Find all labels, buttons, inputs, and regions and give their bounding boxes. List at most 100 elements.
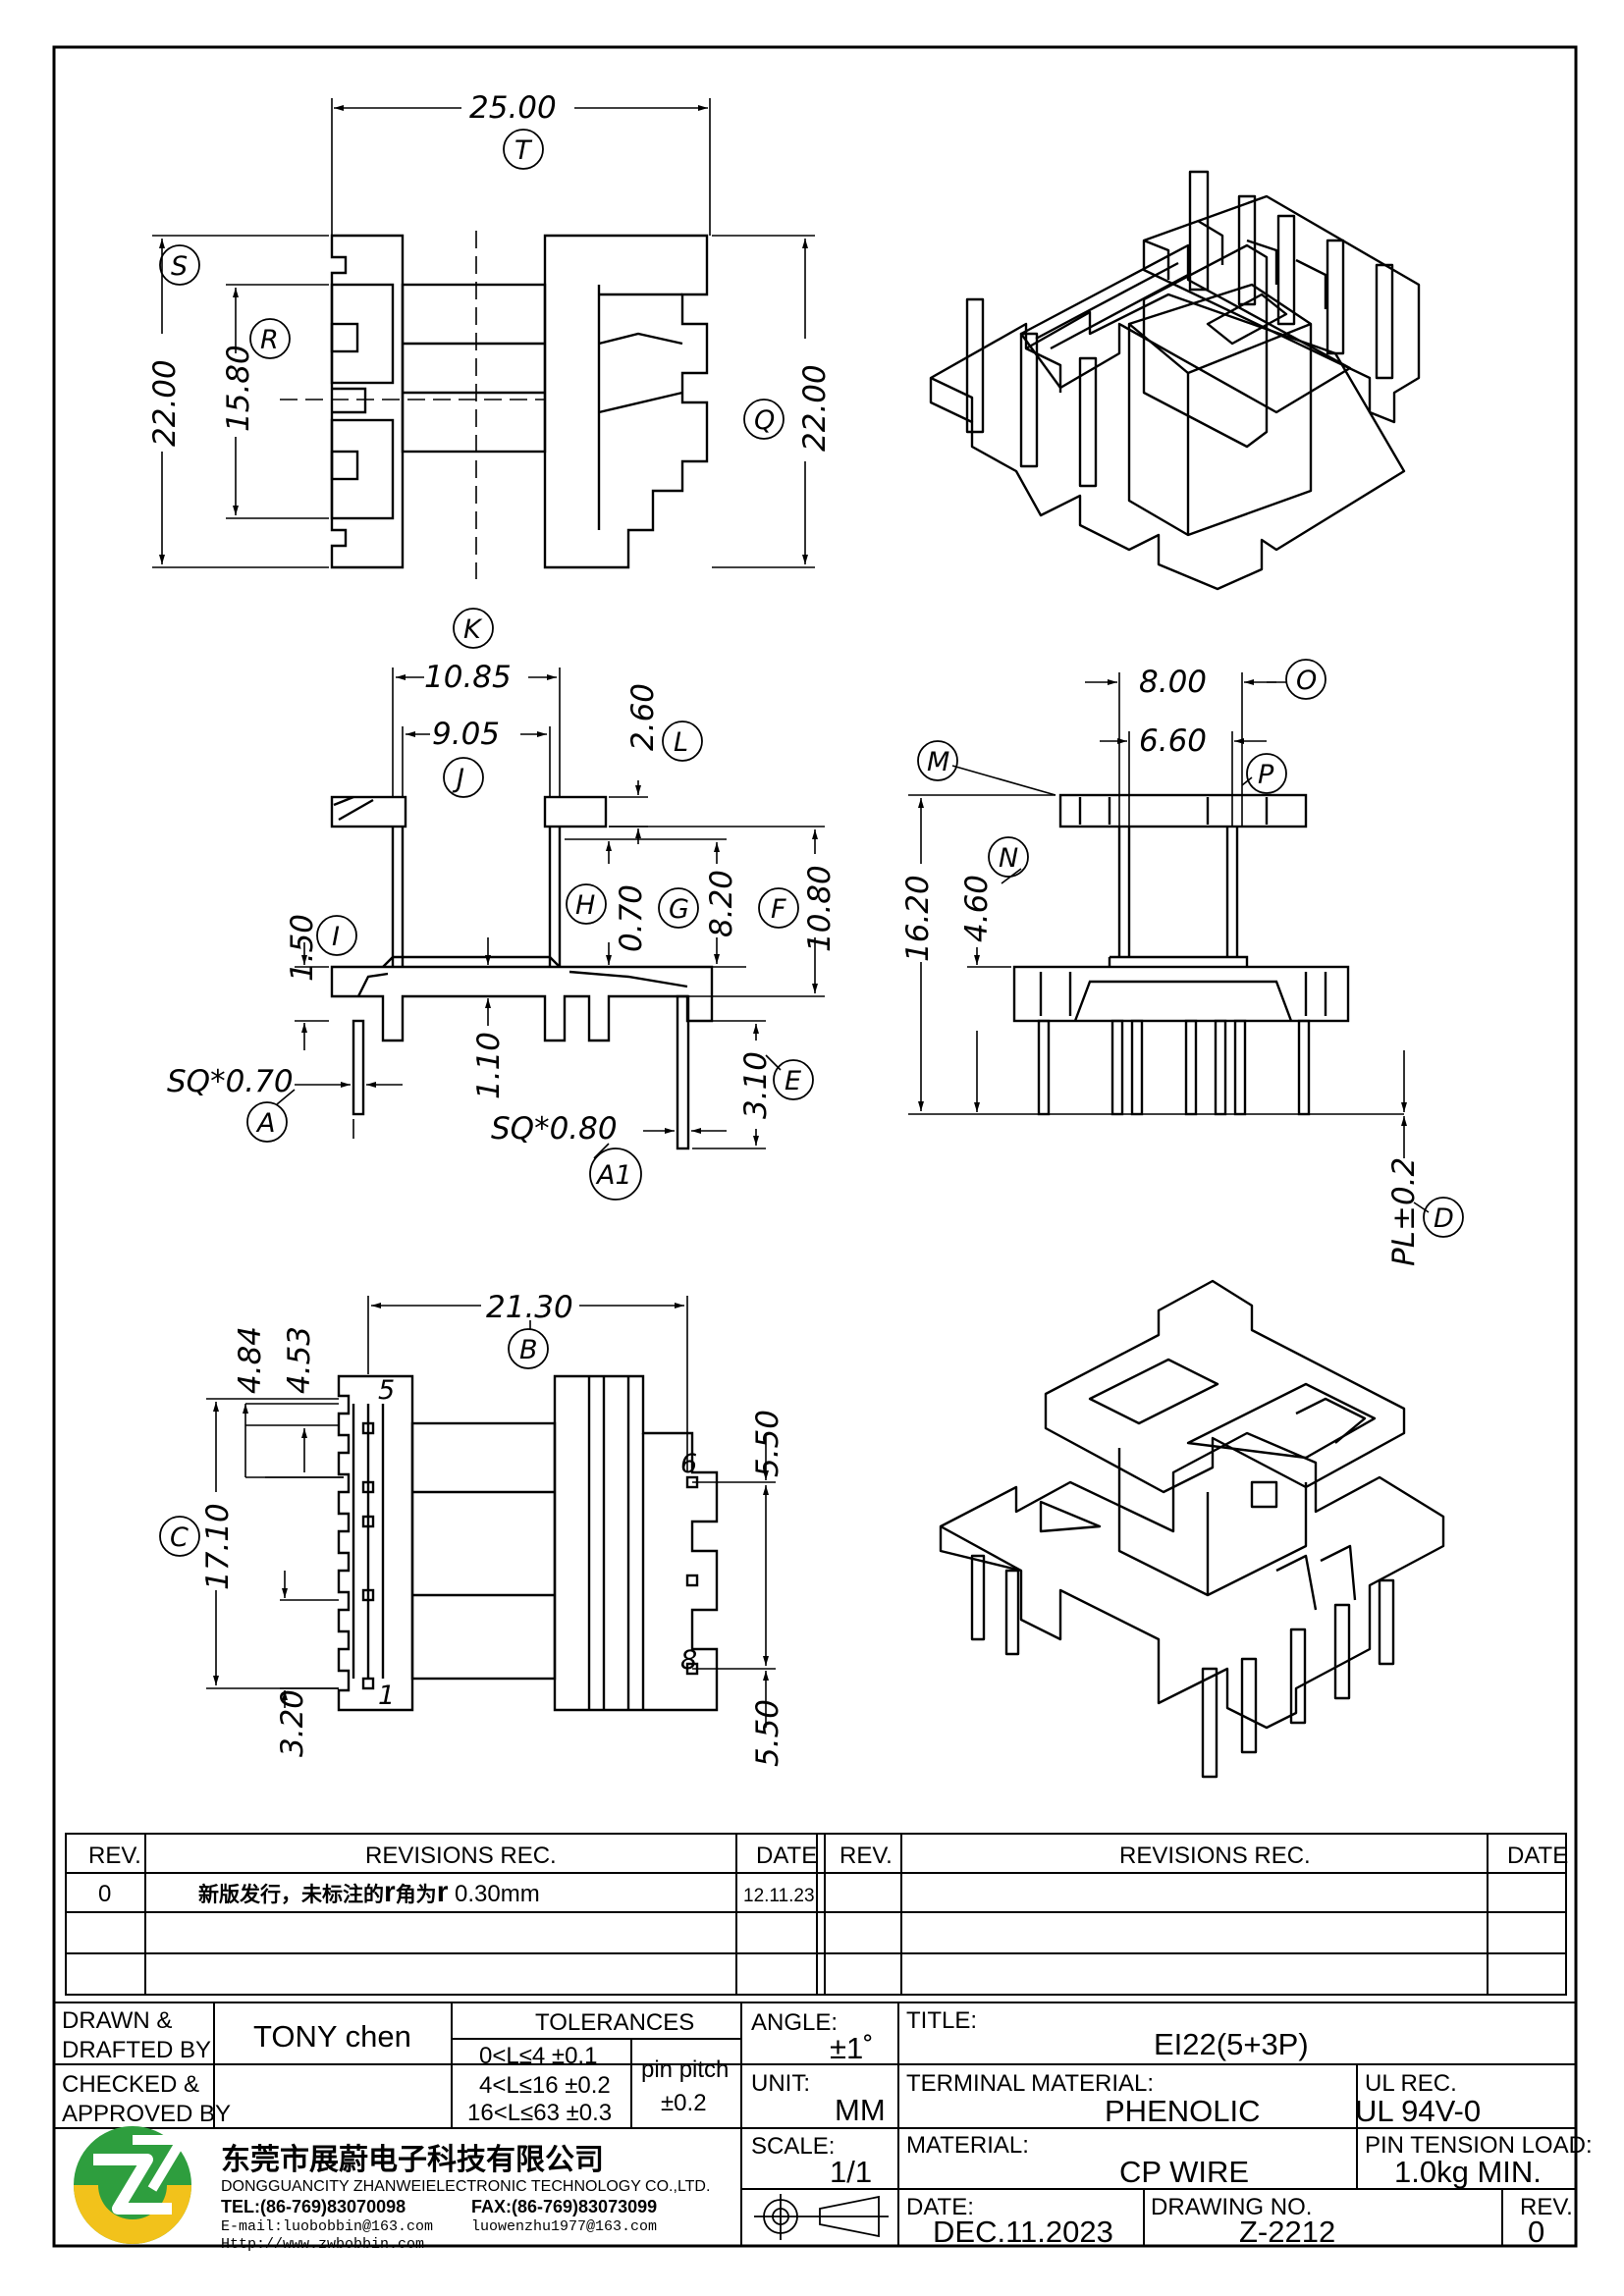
dim-I-value: 1.50 bbox=[285, 914, 320, 982]
pin-label-6: 6 bbox=[680, 1449, 697, 1479]
tolerance-3: 16<L≤63 ±0.3 bbox=[467, 2100, 612, 2126]
label-N: N bbox=[999, 843, 1018, 874]
dim-a-value: 4.84 bbox=[233, 1326, 268, 1394]
label-E: E bbox=[785, 1066, 801, 1096]
dim-D-value: PL±0.2 bbox=[1386, 1157, 1422, 1266]
title-value: EI22(5+3P) bbox=[1154, 2027, 1309, 2061]
company-tel: TEL:(86-769)83070098 bbox=[221, 2197, 406, 2216]
company-email-2: luowenzhu1977@163.com bbox=[471, 2218, 657, 2235]
dim-d2-value: 5.50 bbox=[750, 1699, 785, 1767]
rev-note-value: 0.30mm bbox=[448, 1881, 539, 1907]
top-dims bbox=[152, 98, 815, 568]
pin-pitch-label: pin pitch bbox=[641, 2056, 729, 2083]
label-C: C bbox=[170, 1522, 189, 1553]
pin-label-1: 1 bbox=[378, 1681, 395, 1711]
side-view bbox=[1012, 793, 1350, 1116]
dim-N-value: 4.60 bbox=[959, 875, 995, 942]
front-dims bbox=[295, 667, 825, 1149]
dim-K-value: 10.85 bbox=[424, 660, 512, 695]
approved-label: APPROVED BY bbox=[62, 2101, 231, 2127]
front-view bbox=[330, 795, 714, 1150]
dim-J-value: 9.05 bbox=[432, 717, 500, 752]
sheet-border bbox=[52, 45, 1578, 2248]
dim-T-value: 25.00 bbox=[469, 90, 557, 126]
title-block-text: DRAWN & DRAFTED BY TONY chen CHECKED & A… bbox=[62, 2007, 1593, 2249]
tolerances-label: TOLERANCES bbox=[535, 2009, 694, 2036]
dim-S-value: 22.00 bbox=[147, 359, 183, 447]
circled-labels bbox=[159, 129, 1464, 1557]
rev-header-rec: REVISIONS REC. bbox=[365, 1842, 557, 1869]
revisions-text: REV. REVISIONS REC. DATE REV. REVISIONS … bbox=[88, 1842, 1568, 1908]
dim-E-value: 3.10 bbox=[738, 1051, 774, 1119]
bottom-dims bbox=[206, 1296, 776, 1728]
dim-L-value: 2.60 bbox=[625, 683, 661, 751]
label-P: P bbox=[1258, 760, 1274, 790]
dim-F-value: 10.80 bbox=[802, 865, 838, 952]
rev-header-rev: REV. bbox=[88, 1842, 141, 1869]
iso-view-bottom bbox=[939, 1279, 1445, 1779]
company-logo bbox=[74, 2126, 191, 2244]
dim-M-value: 16.20 bbox=[900, 875, 936, 962]
dim-O-value: 8.00 bbox=[1139, 665, 1207, 700]
dim-d1-value: 5.50 bbox=[750, 1410, 785, 1477]
rev-header-rec-2: REVISIONS REC. bbox=[1119, 1842, 1311, 1869]
rev-header-date: DATE bbox=[756, 1842, 817, 1869]
dim-A-value: SQ*0.70 bbox=[167, 1064, 294, 1099]
date-label: DATE: bbox=[906, 2194, 974, 2220]
label-R: R bbox=[260, 325, 279, 355]
tolerance-1: 0<L≤4 ±0.1 bbox=[479, 2043, 597, 2069]
rev-note-r2: r bbox=[437, 1876, 449, 1908]
dim-b-value: 4.53 bbox=[282, 1326, 317, 1394]
label-O: O bbox=[1296, 666, 1317, 696]
label-Q: Q bbox=[754, 405, 775, 436]
unit-label: UNIT: bbox=[751, 2070, 810, 2097]
projection-symbol bbox=[754, 2194, 889, 2240]
label-A: A bbox=[255, 1108, 275, 1139]
checked-label: CHECKED & bbox=[62, 2071, 199, 2098]
scale-value: 1/1 bbox=[830, 2155, 872, 2189]
rev-value: 0 bbox=[1528, 2215, 1544, 2249]
rev-row-0-rev: 0 bbox=[98, 1881, 111, 1907]
label-M: M bbox=[927, 747, 949, 777]
dim-mid-value: 1.10 bbox=[471, 1032, 507, 1099]
dim-C-value: 17.10 bbox=[200, 1503, 236, 1590]
angle-value: ±1˚ bbox=[830, 2031, 874, 2065]
company-text: 东莞市展蔚电子科技有限公司 DONGGUANCITY ZHANWEIELECTR… bbox=[221, 2143, 710, 2253]
dim-B-value: 21.30 bbox=[486, 1290, 573, 1325]
company-name-en: DONGGUANCITY ZHANWEIELECTRONIC TECHNOLOG… bbox=[221, 2178, 710, 2195]
pin-label-5: 5 bbox=[378, 1375, 395, 1406]
iso-view-top bbox=[929, 170, 1421, 591]
pin-tension-label: PIN TENSION LOAD: bbox=[1365, 2132, 1593, 2159]
revisions-table bbox=[65, 1833, 1567, 1996]
dim-Q-value: 22.00 bbox=[797, 364, 833, 452]
drawing-no-value: Z-2212 bbox=[1239, 2215, 1335, 2249]
drawn-name: TONY chen bbox=[253, 2019, 411, 2054]
label-B: B bbox=[519, 1335, 538, 1365]
pin-label-8: 8 bbox=[680, 1645, 697, 1676]
label-leaders bbox=[276, 681, 1430, 1329]
company-fax: FAX:(86-769)83073099 bbox=[471, 2197, 657, 2216]
rev-row-0-note: 新版发行，未标注的r角为r 0.30mm bbox=[198, 1876, 540, 1908]
label-A1: A1 bbox=[595, 1160, 632, 1191]
company-web: Http://www.zwbobbin.com bbox=[221, 2236, 424, 2253]
material-value: CP WIRE bbox=[1119, 2155, 1249, 2189]
rev-label: REV. bbox=[1520, 2194, 1573, 2220]
side-dims bbox=[908, 672, 1407, 1158]
tolerance-2: 4<L≤16 ±0.2 bbox=[479, 2072, 611, 2099]
angle-label: ANGLE: bbox=[751, 2009, 838, 2036]
rev-header-rev-2: REV. bbox=[839, 1842, 893, 1869]
bottom-view bbox=[337, 1374, 719, 1712]
label-S: S bbox=[171, 251, 188, 282]
rev-row-0-date: 12.11.23 bbox=[743, 1886, 815, 1906]
material-label: MATERIAL: bbox=[906, 2132, 1029, 2159]
rev-note-mid: 角为 bbox=[396, 1882, 437, 1906]
unit-value: MM bbox=[835, 2093, 886, 2127]
drawn-label: DRAWN & bbox=[62, 2007, 172, 2034]
terminal-material-label: TERMINAL MATERIAL: bbox=[906, 2070, 1154, 2097]
label-T: T bbox=[514, 135, 533, 166]
dim-A1-value: SQ*0.80 bbox=[491, 1111, 618, 1147]
ul-rec-label: UL REC. bbox=[1365, 2070, 1457, 2097]
title-block-grid bbox=[54, 2002, 1576, 2246]
label-L: L bbox=[674, 727, 688, 758]
rev-header-date-2: DATE bbox=[1507, 1842, 1568, 1869]
